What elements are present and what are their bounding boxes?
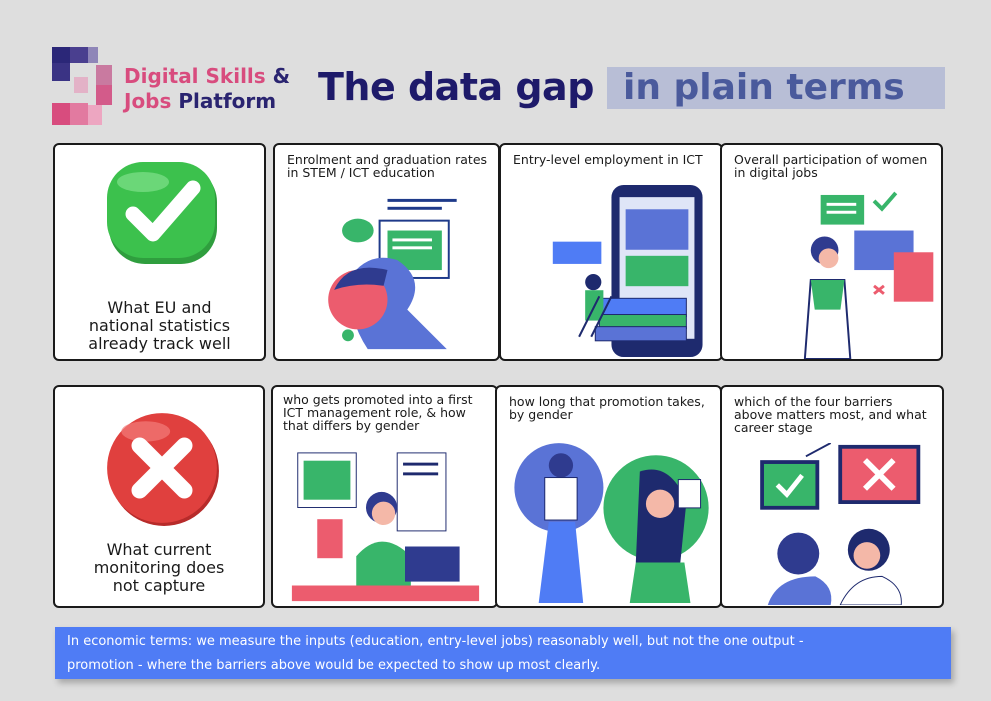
woman-laptop-illustration-icon — [291, 452, 480, 602]
student-illustration-icon — [328, 198, 457, 350]
summary-line-1: In economic terms: we measure the inputs… — [67, 634, 804, 649]
checkmark-icon — [107, 162, 217, 264]
enrolment-card: Enrolment and graduation rates in STEM /… — [273, 143, 500, 361]
logo-d-icon — [52, 47, 112, 125]
summary-banner: In economic terms: we measure the inputs… — [55, 627, 951, 679]
promotion-time-text: how long that promotion takes, by gender — [509, 394, 705, 422]
promotion-text: who gets promoted into a first ICT manag… — [283, 392, 473, 433]
entry-level-text: Entry-level employment in ICT — [513, 152, 703, 167]
women-participation-text: Overall participation of women in digita… — [734, 152, 928, 180]
woman-screens-illustration-icon — [803, 191, 934, 359]
barriers-illustration-icon — [760, 443, 921, 605]
two-people-illustration-icon — [514, 443, 709, 603]
enrolment-text: Enrolment and graduation rates in STEM /… — [287, 152, 488, 180]
promotion-time-card: how long that promotion takes, by gender — [495, 385, 722, 608]
brand-name: Digital Skills & Jobs Platform — [124, 64, 291, 113]
barriers-card: which of the four barriers above matters… — [720, 385, 944, 608]
entry-level-card: Entry-level employment in ICT — [499, 143, 723, 361]
page-title: The data gap — [318, 65, 594, 109]
women-participation-card: Overall participation of women in digita… — [720, 143, 943, 361]
promotion-card: who gets promoted into a first ICT manag… — [271, 385, 498, 608]
cross-icon — [107, 413, 219, 526]
phone-illustration-icon — [552, 185, 703, 357]
barriers-text: which of the four barriers above matters… — [734, 394, 927, 435]
summary-line-2: promotion - where the barriers above wou… — [67, 658, 601, 673]
page-title-highlight: in plain terms — [607, 67, 945, 109]
